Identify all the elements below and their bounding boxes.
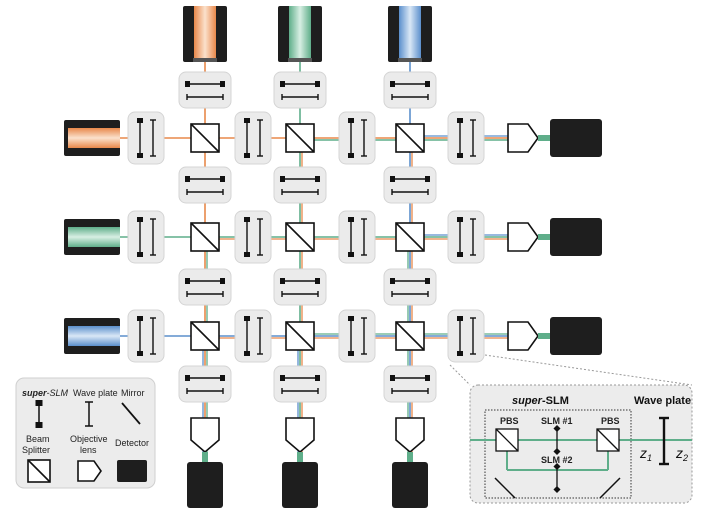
module-col2-4 (273, 365, 327, 403)
slm1-label: SLM #1 (541, 416, 573, 426)
legend-super-slm-label: super-SLM (22, 388, 69, 398)
module-row1-1 (127, 111, 165, 165)
inset-mirror-right (599, 477, 621, 499)
beam-splitter-1-3 (395, 123, 425, 153)
module-col3-1 (383, 71, 437, 109)
beam-splitter-1-1 (190, 123, 220, 153)
slm1-icon (553, 424, 561, 456)
legend-objective-label-2: lens (80, 445, 97, 455)
module-col3-3 (383, 268, 437, 306)
right-output-1 (507, 119, 602, 157)
inset-wave-plate-icon (659, 416, 669, 466)
z1-label: z1 (639, 445, 652, 463)
objective-lens-icon (77, 460, 102, 482)
module-row2-2 (234, 210, 272, 264)
right-output-3 (507, 317, 602, 355)
inset-super-slm-title: super-SLM (512, 395, 569, 407)
legend-box: super-SLM Wave plate Mirror Beam Splitte… (15, 377, 156, 489)
pbs-right-label: PBS (601, 416, 620, 426)
module-row3-3 (338, 309, 376, 363)
bottom-output-2 (282, 417, 318, 508)
module-row3-2 (234, 309, 272, 363)
right-detectors (507, 119, 602, 355)
beam-splitter-3-3 (395, 321, 425, 351)
laser-top-orange (183, 6, 227, 62)
module-row3-1 (127, 309, 165, 363)
beam-splitter-2-3 (395, 222, 425, 252)
module-row3-4 (447, 309, 485, 363)
beam-splitters (190, 123, 425, 351)
pbs-left-label: PBS (500, 416, 519, 426)
beam-splitter-1-2 (285, 123, 315, 153)
inset-detail: super-SLM Wave plate PBS PBS SLM #1 SLM … (449, 354, 693, 504)
beam-splitter-icon (27, 459, 51, 483)
module-col1-1 (178, 71, 232, 109)
beam-splitter-3-2 (285, 321, 315, 351)
super-slm-modules (127, 71, 485, 403)
legend-mirror-label: Mirror (121, 388, 145, 398)
laser-top-green (278, 6, 322, 62)
module-col1-3 (178, 268, 232, 306)
module-row2-4 (447, 210, 485, 264)
module-row1-2 (234, 111, 272, 165)
legend-beam-label-2: Splitter (22, 445, 50, 455)
module-row1-3 (338, 111, 376, 165)
module-col1-2 (178, 166, 232, 204)
beam-splitter-3-1 (190, 321, 220, 351)
mirror-icon (121, 402, 141, 425)
wave-plate-icon (85, 401, 93, 427)
module-row1-4 (447, 111, 485, 165)
right-output-2 (507, 218, 602, 256)
laser-left-blue (64, 318, 120, 354)
bottom-output-3 (392, 417, 428, 508)
slm2-label: SLM #2 (541, 455, 573, 465)
bottom-output-1 (187, 417, 223, 508)
legend-detector-label: Detector (115, 438, 149, 448)
module-col2-3 (273, 268, 327, 306)
module-col3-2 (383, 166, 437, 204)
z2-label: z2 (675, 445, 688, 463)
module-col3-4 (383, 365, 437, 403)
laser-left-orange (64, 120, 120, 156)
laser-left-green (64, 219, 120, 255)
module-row2-3 (338, 210, 376, 264)
pbs-left-icon (495, 428, 519, 452)
bottom-detectors (187, 417, 428, 508)
slm2-icon (553, 462, 561, 494)
legend-beam-label-1: Beam (26, 434, 50, 444)
beam-splitter-2-1 (190, 222, 220, 252)
legend-objective-label-1: Objective (70, 434, 108, 444)
pbs-right-icon (596, 428, 620, 452)
legend-wave-plate-label: Wave plate (73, 388, 118, 398)
module-row2-1 (127, 210, 165, 264)
module-col2-1 (273, 71, 327, 109)
super-slm-icon (35, 400, 43, 428)
detector-icon (117, 460, 147, 482)
laser-top-blue (388, 6, 432, 62)
inset-wave-plate-title: Wave plate (634, 395, 691, 407)
module-col2-2 (273, 166, 327, 204)
module-col1-4 (178, 365, 232, 403)
inset-mirror-left (494, 477, 516, 499)
beam-splitter-2-2 (285, 222, 315, 252)
